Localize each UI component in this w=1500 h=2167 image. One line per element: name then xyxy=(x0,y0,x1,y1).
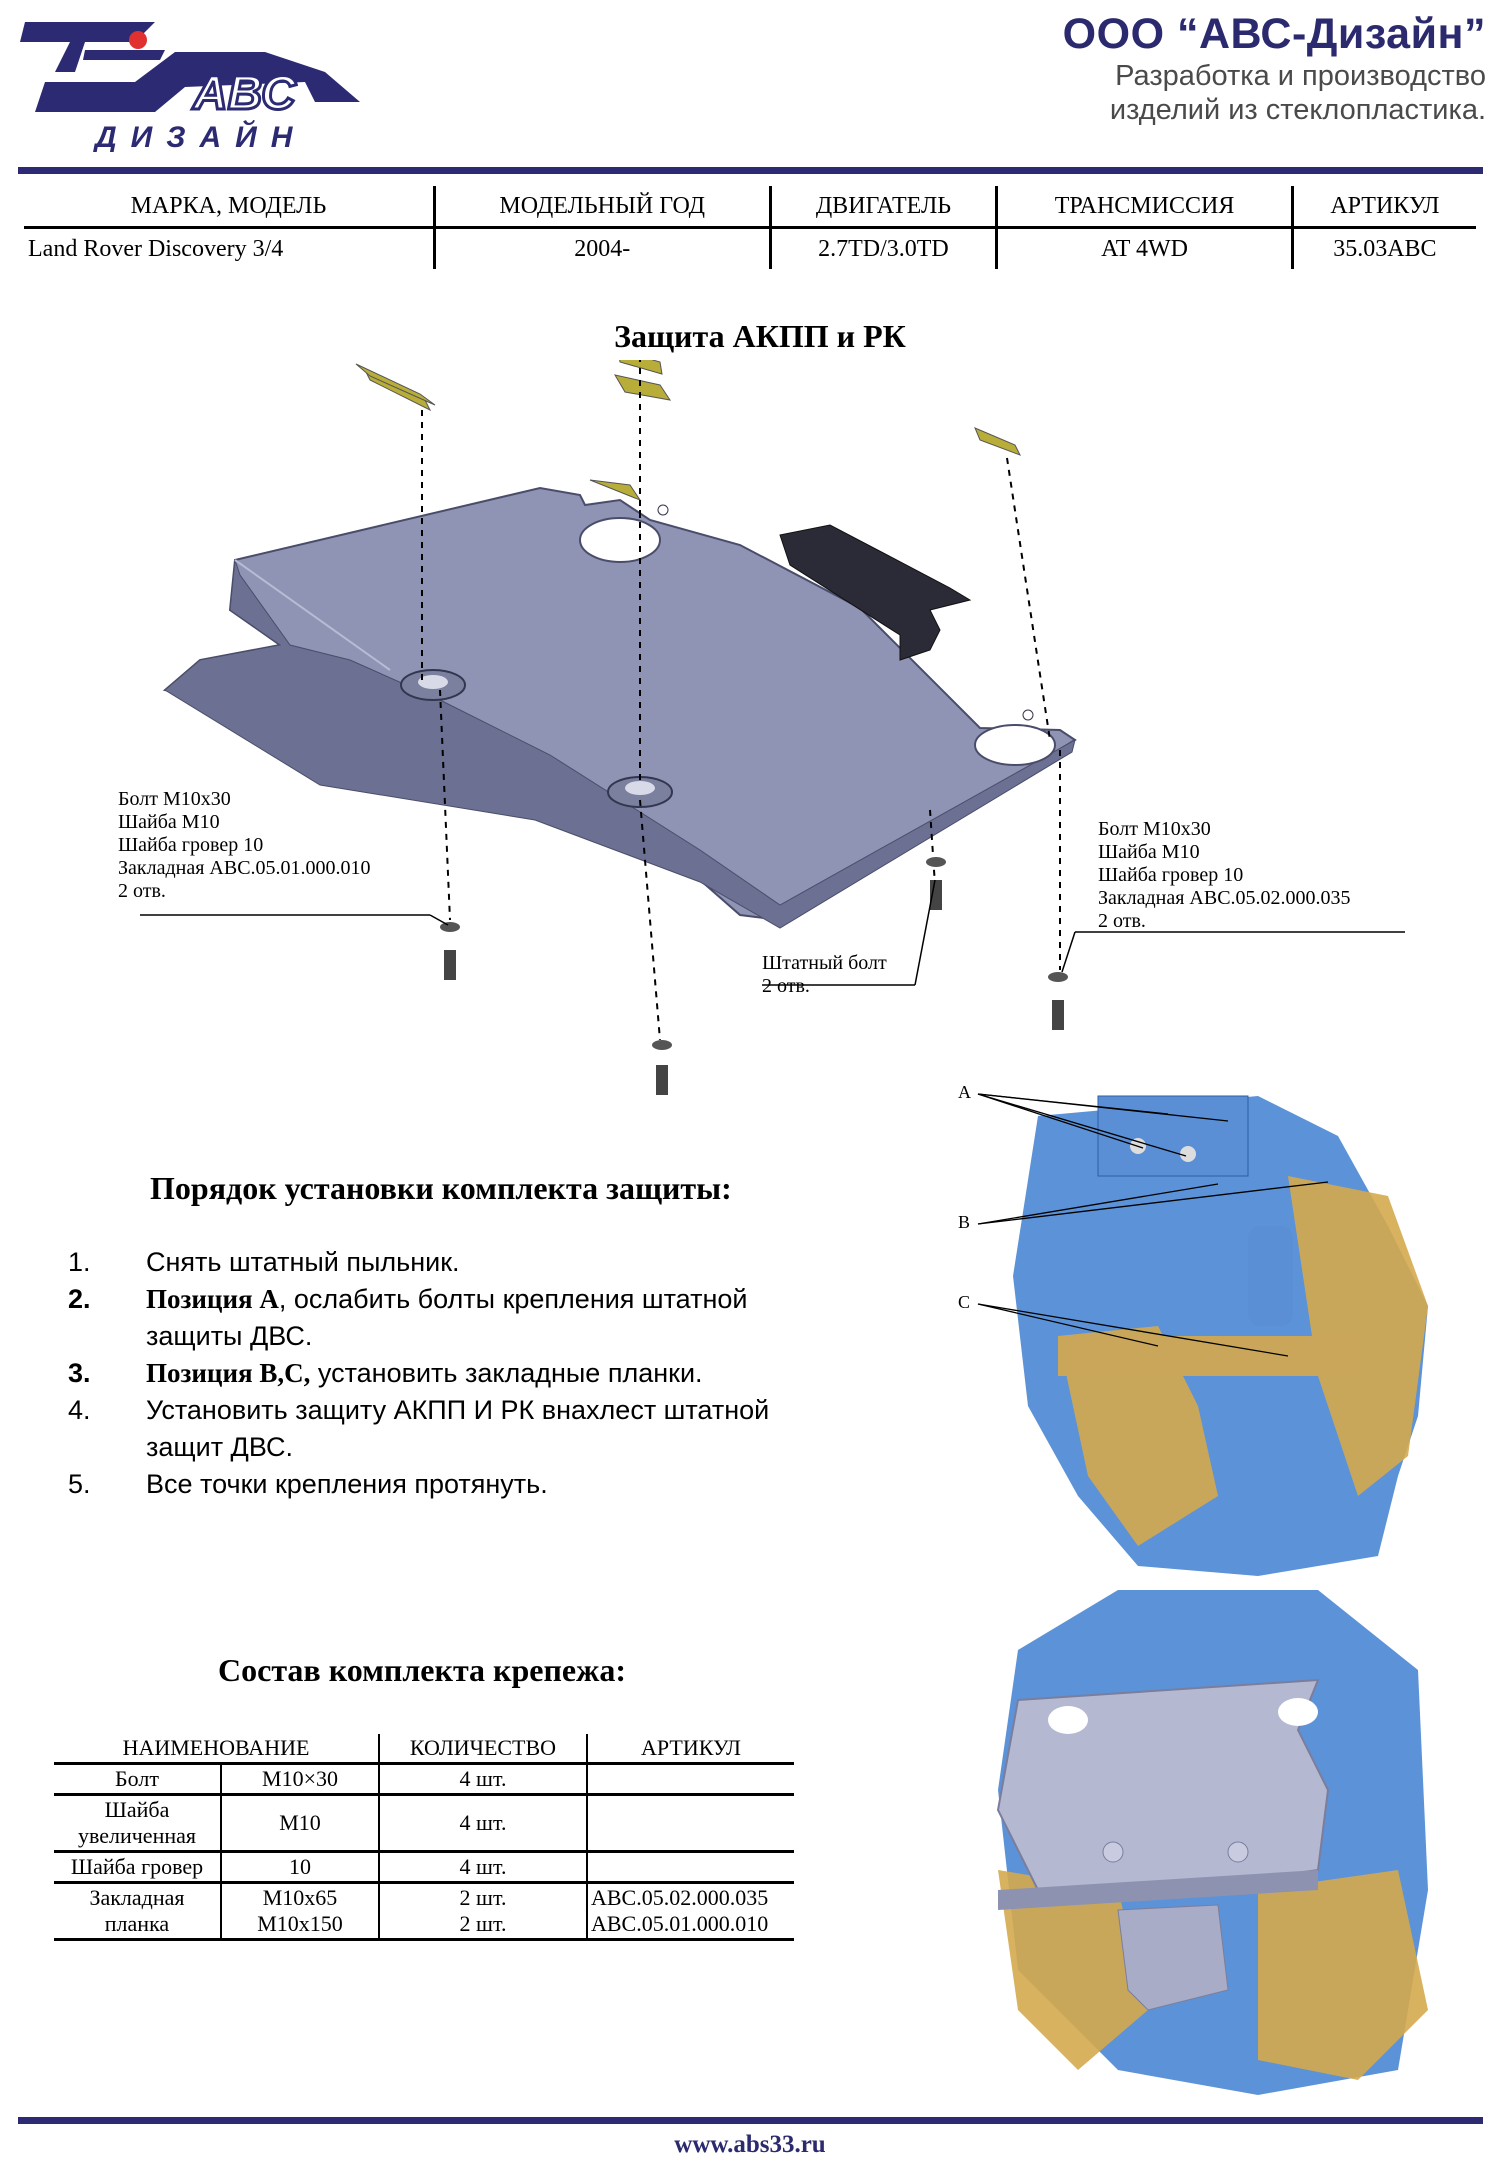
callout-line: Закладная АВС.05.02.000.035 xyxy=(1098,887,1351,909)
kit-header: НАИМЕНОВАНИЕ xyxy=(54,1734,379,1765)
spec-engine: 2.7TD/3.0TD xyxy=(768,227,997,269)
kit-art xyxy=(586,1851,794,1884)
spec-header: ДВИГАТЕЛЬ xyxy=(768,186,997,229)
kit-size: М10×30 xyxy=(220,1763,379,1796)
underbody-photo-before: А В С xyxy=(958,1082,1428,1576)
kit-qty: 4 шт. xyxy=(378,1794,587,1853)
step-text: , ослабить болты крепления штатной защит… xyxy=(146,1284,748,1351)
step-number: 2. xyxy=(68,1284,91,1314)
exploded-diagram xyxy=(140,360,1405,1095)
kit-name: Шайба гровер xyxy=(54,1851,221,1884)
callout-line: Шайба гровер 10 xyxy=(118,834,264,856)
install-steps: 1. Снять штатный пыльник. 2. Позиция А, ос… xyxy=(68,1244,848,1503)
callout-mid: Штатный болт 2 отв. xyxy=(762,952,887,998)
step-number: 3. xyxy=(68,1358,91,1388)
kit-header: КОЛИЧЕСТВО xyxy=(378,1734,587,1765)
diagram-title: Защита АКПП и РК xyxy=(614,318,906,354)
step-number: 4. xyxy=(68,1395,91,1425)
spec-header: ТРАНСМИССИЯ xyxy=(995,186,1293,229)
callout-left: Болт М10х30 Шайба М10 Шайба гровер 10 За… xyxy=(118,788,371,903)
callout-right: Болт М10х30 Шайба М10 Шайба гровер 10 За… xyxy=(1098,818,1351,933)
company-block: ООО “АВС-Дизайн” Разработка и производст… xyxy=(1063,10,1486,127)
step-number: 5. xyxy=(68,1469,91,1499)
kit-qty: 2 шт.2 шт. xyxy=(378,1882,587,1941)
logo-text: АВС xyxy=(192,67,297,120)
spec-article: 35.03ABC xyxy=(1290,227,1476,269)
footer-url[interactable]: www.abs33.ru xyxy=(674,2131,826,2158)
company-tagline-2: изделий из стеклопластика. xyxy=(1109,94,1486,126)
table-row: Шайба гровер 10 4 шт. xyxy=(54,1851,794,1884)
footer-divider xyxy=(18,2117,1483,2124)
step-text: Снять штатный пыльник. xyxy=(146,1247,460,1277)
callout-line: Болт М10х30 xyxy=(118,788,231,810)
install-step: 5. Все точки крепления протянуть. xyxy=(68,1466,848,1503)
callout-line: Шайба гровер 10 xyxy=(1098,864,1244,886)
install-step: 4. Установить защиту АКПП И РК внахлест ш… xyxy=(68,1392,848,1466)
install-title: Порядок установки комплекта защиты: xyxy=(150,1170,732,1206)
step-bold: Позиция В,С, xyxy=(146,1358,311,1388)
spec-header: АРТИКУЛ xyxy=(1290,186,1476,229)
kit-name: Шайба увеличенная xyxy=(54,1794,221,1853)
step-number: 1. xyxy=(68,1247,91,1277)
spec-table: МАРКА, МОДЕЛЬ МОДЕЛЬНЫЙ ГОД ДВИГАТЕЛЬ ТР… xyxy=(24,186,1476,269)
table-row: Шайба увеличенная М10 4 шт. xyxy=(54,1794,794,1853)
step-text: Все точки крепления протянуть. xyxy=(146,1469,548,1499)
callout-line: Штатный болт xyxy=(762,952,887,974)
company-name: ООО “АВС-Дизайн” xyxy=(1062,10,1486,58)
callout-line: Болт М10х30 xyxy=(1098,818,1211,840)
company-logo: АВС ДИЗАЙН xyxy=(20,22,360,152)
kit-qty-b: 2 шт. xyxy=(459,1911,507,1936)
kit-art xyxy=(586,1794,794,1853)
spec-header: МОДЕЛЬНЫЙ ГОД xyxy=(432,186,771,229)
callout-line: 2 отв. xyxy=(1098,910,1146,932)
step-text: установить закладные планки. xyxy=(310,1358,703,1388)
step-text: Установить защиту АКПП И РК внахлест шта… xyxy=(146,1395,770,1462)
callout-line: Закладная АВС.05.01.000.010 xyxy=(118,857,371,879)
spec-header: МАРКА, МОДЕЛЬ xyxy=(24,186,435,229)
label-b: В xyxy=(958,1212,970,1232)
kit-name: Болт xyxy=(54,1763,221,1796)
kit-art-a: АВС.05.02.000.035 xyxy=(591,1885,769,1910)
callout-line: 2 отв. xyxy=(762,975,810,997)
kit-art-b: АВС.05.01.000.010 xyxy=(591,1911,769,1936)
callout-line: Шайба М10 xyxy=(1098,841,1200,863)
kit-name: Закладная планка xyxy=(54,1882,221,1941)
install-step: 2. Позиция А, ослабить болты крепления шт… xyxy=(68,1281,848,1355)
kit-qty-a: 2 шт. xyxy=(459,1885,507,1910)
kit-art xyxy=(586,1763,794,1796)
header-divider xyxy=(18,167,1483,174)
underbody-photo-after xyxy=(996,1590,1428,2095)
label-c: С xyxy=(958,1292,970,1312)
kit-table: НАИМЕНОВАНИЕ КОЛИЧЕСТВО АРТИКУЛ Болт М10… xyxy=(54,1734,794,1941)
callout-line: Шайба М10 xyxy=(118,811,220,833)
kit-header: АРТИКУЛ xyxy=(586,1734,794,1765)
kit-size: М10 xyxy=(220,1794,379,1853)
kit-size-b: М10х150 xyxy=(257,1911,343,1936)
spec-year: 2004- xyxy=(432,227,771,269)
kit-title: Состав комплекта крепежа: xyxy=(218,1652,626,1688)
logo-subtext: ДИЗАЙН xyxy=(92,119,306,152)
install-step: 3. Позиция В,С, установить закладные план… xyxy=(68,1355,848,1392)
kit-qty: 4 шт. xyxy=(378,1763,587,1796)
table-row: Болт М10×30 4 шт. xyxy=(54,1763,794,1796)
kit-qty: 4 шт. xyxy=(378,1851,587,1884)
label-a: А xyxy=(958,1082,971,1102)
kit-size: 10 xyxy=(220,1851,379,1884)
step-bold: Позиция А xyxy=(146,1284,279,1314)
spec-model: Land Rover Discovery 3/4 xyxy=(28,235,284,262)
company-tagline-1: Разработка и производство xyxy=(1115,60,1486,92)
install-step: 1. Снять штатный пыльник. xyxy=(68,1244,848,1281)
spec-transmission: AT 4WD xyxy=(995,227,1293,269)
kit-size-a: М10х65 xyxy=(262,1885,338,1910)
callout-line: 2 отв. xyxy=(118,880,166,902)
